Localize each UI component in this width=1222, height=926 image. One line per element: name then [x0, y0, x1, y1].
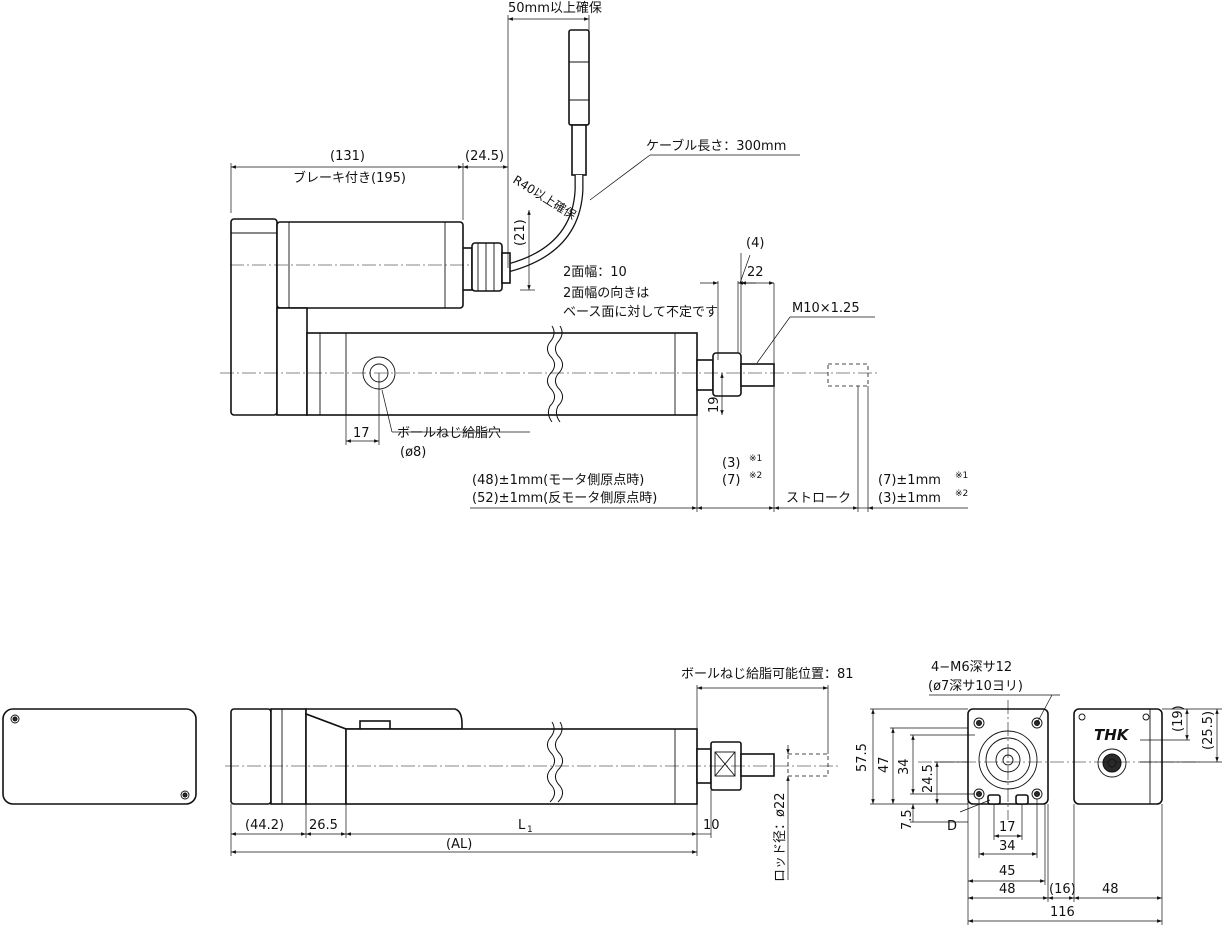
end-view: THK	[855, 660, 1222, 925]
end-b-label: (3)±1mm	[878, 491, 941, 506]
cable-length-label: ケーブル長さ：300mm	[646, 138, 786, 154]
rod-diameter-label: ロッド径：ø22	[773, 793, 788, 883]
w-total-label: 116	[1050, 905, 1075, 920]
cable-assembly	[461, 29, 590, 292]
connector-offset-label: (24.5)	[465, 149, 504, 164]
dim-total-label: (AL)	[446, 837, 472, 852]
origin-motor-label: (48)±1mm(モータ側原点時)	[472, 473, 644, 488]
dim-block-label: 26.5	[309, 818, 338, 833]
overrun-b-label: (7)	[722, 473, 740, 488]
actuator-body	[306, 325, 712, 423]
grease-port-dia-label: (ø8)	[400, 445, 426, 460]
grease-position-label: ボールねじ給脂可能位置：81	[681, 667, 854, 682]
h-total-label: 57.5	[855, 743, 870, 772]
dim-body-label: L	[518, 818, 526, 833]
bend-radius-label: R40以上確保	[510, 172, 579, 223]
rod	[696, 352, 869, 397]
cable-clearance-label: 50mm以上確保	[508, 0, 602, 16]
side-view: ボールねじ給脂可能位置：81 (44.2) 26.5 L 1 10 (AL) ロ…	[225, 667, 854, 882]
rod-thread-label: M10×1.25	[792, 301, 860, 316]
h-center-label: 24.5	[921, 764, 936, 793]
wrench-flats-label: 2面幅：10	[563, 265, 627, 280]
wrench-note-2: ベース面に対して不定です	[563, 305, 718, 320]
grease-port-dist-label: 17	[353, 426, 370, 441]
flat-offset-label: (4)	[746, 236, 764, 251]
w-left-label: 48	[999, 882, 1016, 897]
overrun-b-note: ※2	[749, 471, 762, 481]
motor-length-brake-label: ブレーキ付き(195)	[293, 170, 406, 186]
top-dimensions	[230, 15, 968, 512]
h-right-label: (25.5)	[1201, 711, 1216, 750]
w-right-label: 48	[1102, 882, 1119, 897]
end-a-label: (7)±1mm	[878, 473, 941, 488]
rod-height-label: 19	[707, 396, 722, 413]
overrun-a-label: (3)	[722, 456, 740, 471]
overrun-a-note: ※1	[749, 454, 762, 464]
grease-port-label: ボールねじ給脂穴	[397, 426, 501, 441]
w-gap-label: (16)	[1049, 882, 1076, 897]
motor-end-view	[2, 708, 197, 805]
dim-end-label: 10	[703, 818, 720, 833]
end-a-note: ※1	[955, 471, 968, 481]
logo-text: THK	[1094, 726, 1130, 744]
h-base-label: 7.5	[900, 809, 915, 830]
tap-holes-label: 4−M6深サ12	[931, 660, 1012, 675]
thread-length-label: 22	[747, 265, 764, 280]
w-inner-label: 45	[999, 864, 1016, 879]
label-d: D	[947, 819, 957, 834]
dim-body-sub-label: 1	[527, 825, 533, 835]
top-view: 50mm以上確保 ケーブル長さ：300mm (131) ブレーキ付き(195) …	[220, 0, 968, 512]
tap-holes-sub-label: (ø7深サ10ヨリ)	[928, 679, 1023, 694]
w-pitch-label: 34	[999, 839, 1016, 854]
h-top-right-label: (19)	[1171, 705, 1186, 732]
h-body-label: 47	[877, 756, 892, 773]
motor-length-label: (131)	[330, 149, 365, 164]
origin-opposite-label: (52)±1mm(反モータ側原点時)	[472, 491, 657, 506]
wrench-note-1: 2面幅の向きは	[563, 285, 649, 301]
h-pitch-label: 34	[897, 758, 912, 775]
stroke-label: ストローク	[786, 491, 851, 506]
cable-height-label: (21)	[513, 219, 528, 246]
w-slot-label: 17	[999, 820, 1016, 835]
end-b-note: ※2	[955, 489, 968, 499]
dim-motor-label: (44.2)	[245, 818, 284, 833]
